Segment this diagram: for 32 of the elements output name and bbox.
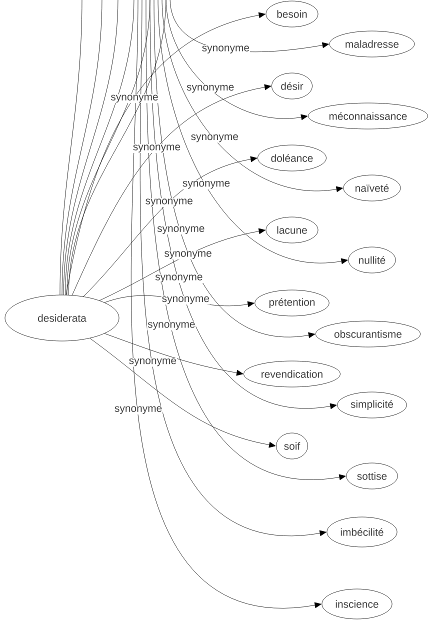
connector-line [63, 0, 118, 296]
arrow [162, 0, 343, 192]
edge-label: synonyme [186, 84, 235, 94]
arrow [83, 156, 258, 297]
edge-label: synonyme [190, 134, 239, 143]
edge-label: synonyme [114, 406, 163, 414]
connector-line [66, 0, 150, 296]
connector-line [62, 0, 102, 295]
edge-label: synonyme [144, 198, 194, 207]
arrow [72, 84, 272, 296]
arrow [150, 0, 337, 410]
edge-label: synonyme [182, 180, 231, 190]
arrow [140, 0, 326, 536]
edge-label: synonyme [164, 250, 212, 260]
edge-label: synonyme [128, 358, 178, 367]
arrow [166, 0, 308, 120]
edge-label: synonyme [154, 274, 204, 283]
edge-label: synonyme [147, 322, 196, 330]
arrow [154, 0, 316, 338]
edge-label: synonyme [110, 94, 159, 104]
edge-label: synonyme [156, 226, 206, 235]
edge-label: synonyme [161, 296, 210, 305]
edge-label: synonyme [201, 45, 250, 54]
arrow [66, 12, 266, 296]
arrow [104, 333, 244, 376]
arrow [99, 228, 266, 301]
arrow [158, 0, 348, 264]
connector-line [60, 0, 82, 296]
arrow [90, 338, 276, 448]
connector-line [68, 0, 166, 296]
edge-label: synonyme [132, 144, 182, 153]
connector-line [65, 0, 134, 296]
